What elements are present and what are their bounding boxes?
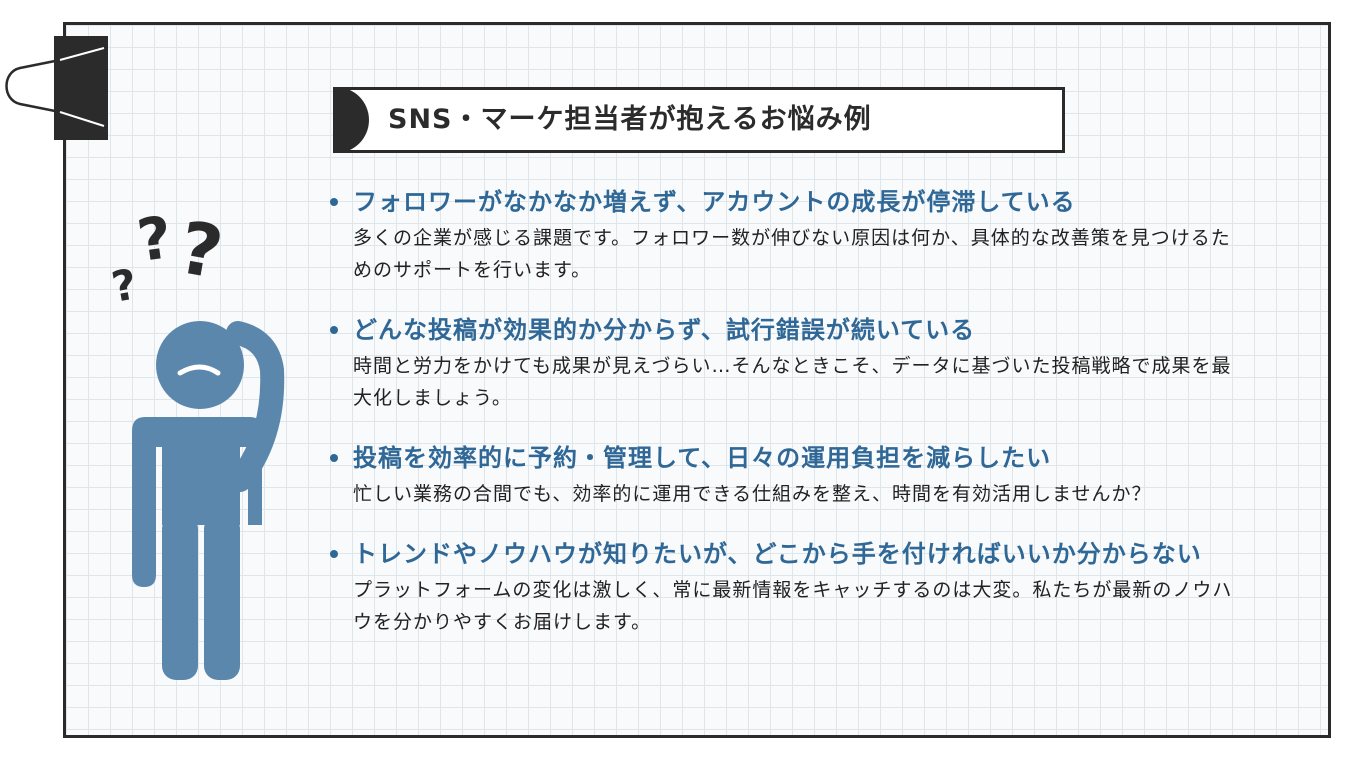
item-body: 多くの企業が感じる課題です。フォロワー数が伸びない原因は何か、具体的な改善策を見… [353, 227, 1231, 281]
item-heading: どんな投稿が効果的か分からず、試行錯誤が続いている [328, 310, 1328, 350]
svg-text:?: ? [173, 205, 229, 295]
concern-list: フォロワーがなかなか増えず、アカウントの成長が停滞している 多くの企業が感じる課… [328, 182, 1328, 662]
item-body: プラットフォームの変化は激しく、常に最新情報をキャッチするのは大変。私たちが最新… [353, 579, 1233, 633]
title-decoration [336, 90, 369, 150]
item-body: 時間と労力をかけても成果が見えづらい…そんなときこそ、データに基づいた投稿戦略で… [353, 355, 1232, 409]
item-body: 忙しい業務の合間でも、効率的に運用できる仕組みを整え、時間を有効活用しませんか？ [353, 483, 1152, 505]
list-item: 投稿を効率的に予約・管理して、日々の運用負担を減らしたい 忙しい業務の合間でも、… [328, 438, 1328, 510]
bullet-icon [330, 454, 338, 462]
svg-text:?: ? [133, 203, 176, 275]
title-box: SNS・マーケ担当者が抱えるお悩み例 [333, 87, 1065, 153]
item-heading: トレンドやノウハウが知りたいが、どこから手を付ければいいか分からない [328, 534, 1328, 574]
svg-text:?: ? [108, 259, 141, 311]
item-heading: フォロワーがなかなか増えず、アカウントの成長が停滞している [328, 182, 1328, 222]
list-item: トレンドやノウハウが知りたいが、どこから手を付ければいいか分からない プラットフ… [328, 534, 1328, 638]
bullet-icon [330, 550, 338, 558]
bullet-icon [330, 198, 338, 206]
item-heading-text: トレンドやノウハウが知りたいが、どこから手を付ければいいか分からない [353, 540, 1202, 568]
bullet-icon [330, 326, 338, 334]
item-heading: 投稿を効率的に予約・管理して、日々の運用負担を減らしたい [328, 438, 1328, 478]
item-heading-text: どんな投稿が効果的か分からず、試行錯誤が続いている [353, 316, 976, 344]
item-heading-text: フォロワーがなかなか増えず、アカウントの成長が停滞している [353, 188, 1076, 216]
item-heading-text: 投稿を効率的に予約・管理して、日々の運用負担を減らしたい [353, 444, 1052, 472]
page-title: SNS・マーケ担当者が抱えるお悩み例 [388, 104, 872, 135]
binder-clip-icon [5, 36, 108, 140]
list-item: どんな投稿が効果的か分からず、試行錯誤が続いている 時間と労力をかけても成果が見… [328, 310, 1328, 414]
list-item: フォロワーがなかなか増えず、アカウントの成長が停滞している 多くの企業が感じる課… [328, 182, 1328, 286]
confused-person-icon: ? ? ? [108, 203, 285, 680]
